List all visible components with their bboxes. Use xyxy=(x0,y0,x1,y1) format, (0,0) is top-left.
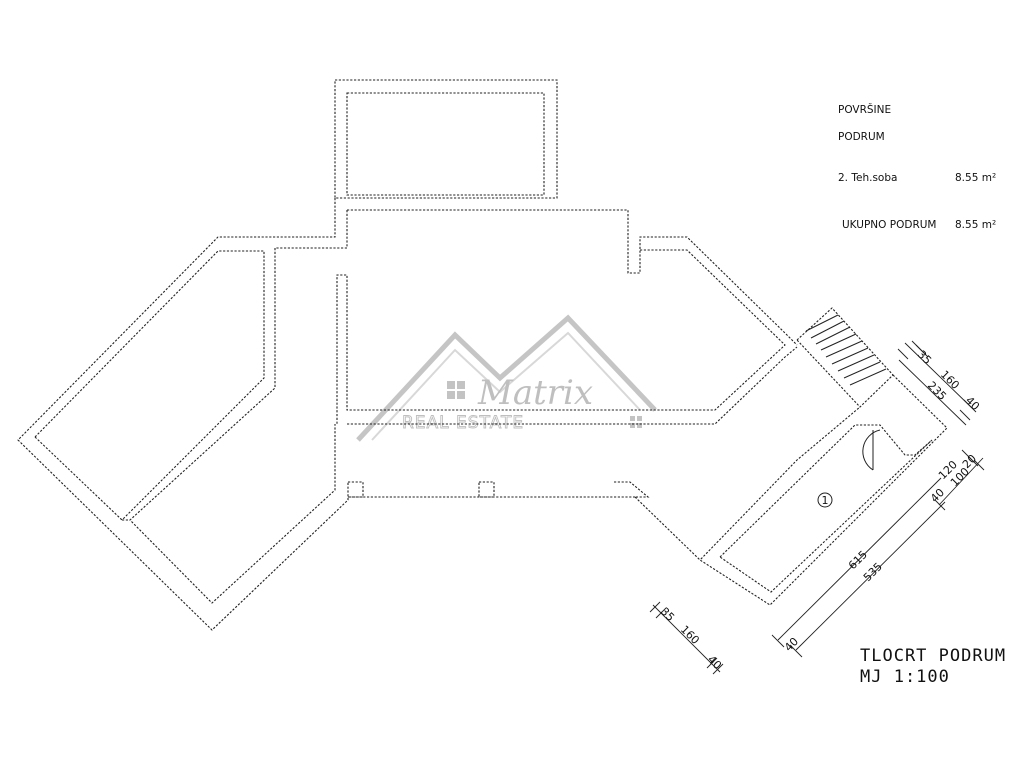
dim-stair-35: 35 xyxy=(915,348,934,367)
dim-left-160: 160 xyxy=(678,623,702,647)
dimension-left-chain: 35 160 40 xyxy=(649,601,724,675)
legend-room-name: 2. Teh.soba xyxy=(838,172,898,184)
watermark-logo: Matrix REAL ESTATE xyxy=(356,314,657,442)
dimension-stair-chain: 35 160 40 235 xyxy=(897,340,982,426)
dim-length-40: 40 xyxy=(782,635,801,654)
top-annex xyxy=(334,79,558,199)
dimension-room-side: 120 100 20 40 xyxy=(928,449,985,511)
sheet-title-block: TLOCRT PODRUM MJ 1:100 xyxy=(860,646,1006,688)
room-marker-circle xyxy=(817,492,833,508)
legend-floor: PODRUM xyxy=(838,131,885,143)
dimension-room-length: 615 535 40 xyxy=(771,477,946,658)
sheet-title: TLOCRT PODRUM xyxy=(860,646,1007,666)
sheet-scale: MJ 1:100 xyxy=(860,667,950,687)
watermark-subtitle: REAL ESTATE xyxy=(402,413,524,433)
legend-total-area: 8.55 m² xyxy=(955,219,997,231)
technical-room: 1 xyxy=(699,374,948,606)
watermark-brand: Matrix xyxy=(477,373,593,413)
dim-left-40: 40 xyxy=(705,653,724,672)
legend-total-label: UKUPNO PODRUM xyxy=(842,219,937,231)
dim-length-535: 535 xyxy=(861,560,885,584)
legend-heading: POVRŠINE xyxy=(838,104,892,116)
dim-stair-40: 40 xyxy=(963,394,982,413)
central-hall xyxy=(17,198,798,631)
legend-room-area: 8.55 m² xyxy=(955,172,997,184)
left-wing xyxy=(34,248,336,604)
dim-left-35: 35 xyxy=(658,605,677,624)
room-marker-number: 1 xyxy=(822,494,829,507)
stairs xyxy=(796,307,894,408)
